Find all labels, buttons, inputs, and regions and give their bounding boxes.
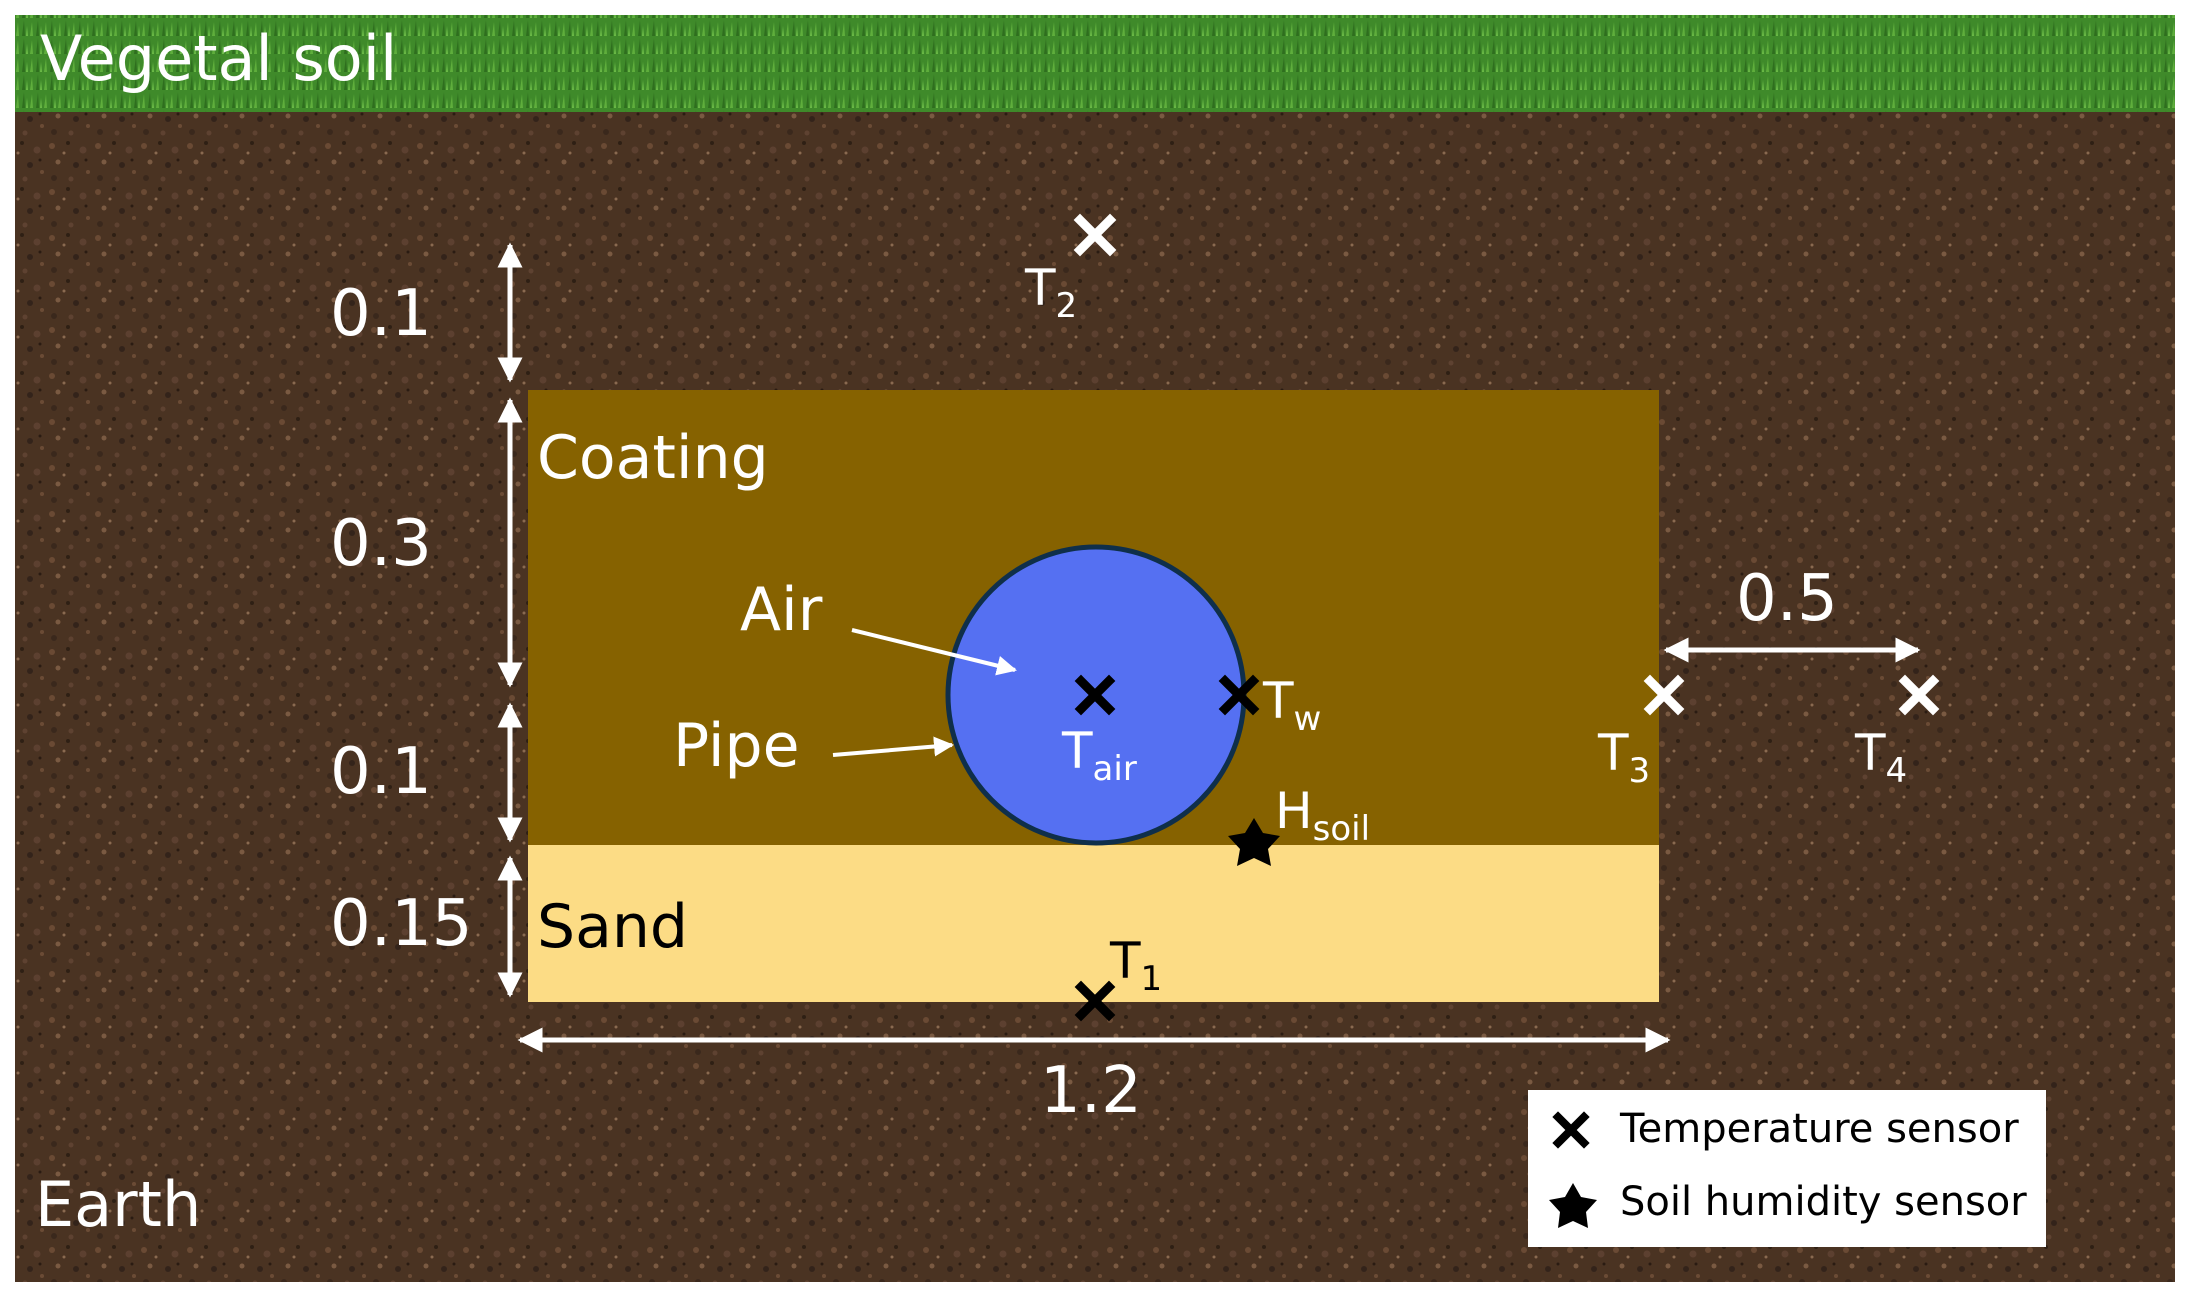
dimension-width: 1.2 (1040, 1054, 1142, 1128)
sensor-label-t4: T4 (1854, 724, 1907, 791)
dimension-sand-height: 0.15 (330, 887, 473, 961)
temperature-sensor-t4-icon (1898, 674, 1940, 716)
sand-label: Sand (537, 892, 688, 962)
dimension-side-gap: 0.5 (1736, 562, 1838, 636)
temperature-sensor-t3-icon (1643, 674, 1685, 716)
legend-temperature-label: Temperature sensor (1619, 1106, 2019, 1152)
sand-region (528, 845, 1659, 1002)
sensor-label-tair: Tair (1061, 722, 1137, 789)
legend-temperature-icon (1552, 1111, 1590, 1149)
sensor-label-t3: T3 (1597, 724, 1650, 791)
dimension-coating-lower: 0.1 (330, 735, 432, 809)
sensor-label-t1: T1 (1109, 932, 1162, 999)
dimension-top-gap: 0.1 (330, 277, 432, 351)
pipe-label: Pipe (673, 711, 800, 781)
legend: Temperature sensor Soil humidity sensor (1528, 1090, 2046, 1247)
sensor-label-tw: Tw (1262, 672, 1321, 739)
coating-label: Coating (537, 423, 769, 493)
air-label: Air (740, 575, 823, 645)
sensor-label-hsoil: Hsoil (1275, 782, 1370, 849)
vegetal-soil-label: Vegetal soil (40, 22, 397, 95)
temperature-sensor-t1-icon (1074, 980, 1116, 1022)
vegetal-soil-strip (15, 15, 2175, 112)
legend-humidity-icon (1549, 1183, 1597, 1228)
temperature-sensor-tw-icon (1218, 674, 1260, 716)
soil-humidity-sensor-icon (1228, 818, 1280, 866)
air-pointer-arrow (851, 628, 1017, 676)
legend-humidity-label: Soil humidity sensor (1620, 1179, 2027, 1225)
pipe-pointer-arrow (832, 736, 954, 757)
dimension-coating-upper: 0.3 (330, 507, 432, 581)
temperature-sensor-tair-icon (1074, 674, 1116, 716)
earth-label: Earth (35, 1168, 201, 1241)
temperature-sensor-t2-icon (1073, 213, 1117, 257)
legend-box (1528, 1090, 2046, 1247)
sensor-label-t2: T2 (1024, 259, 1077, 326)
